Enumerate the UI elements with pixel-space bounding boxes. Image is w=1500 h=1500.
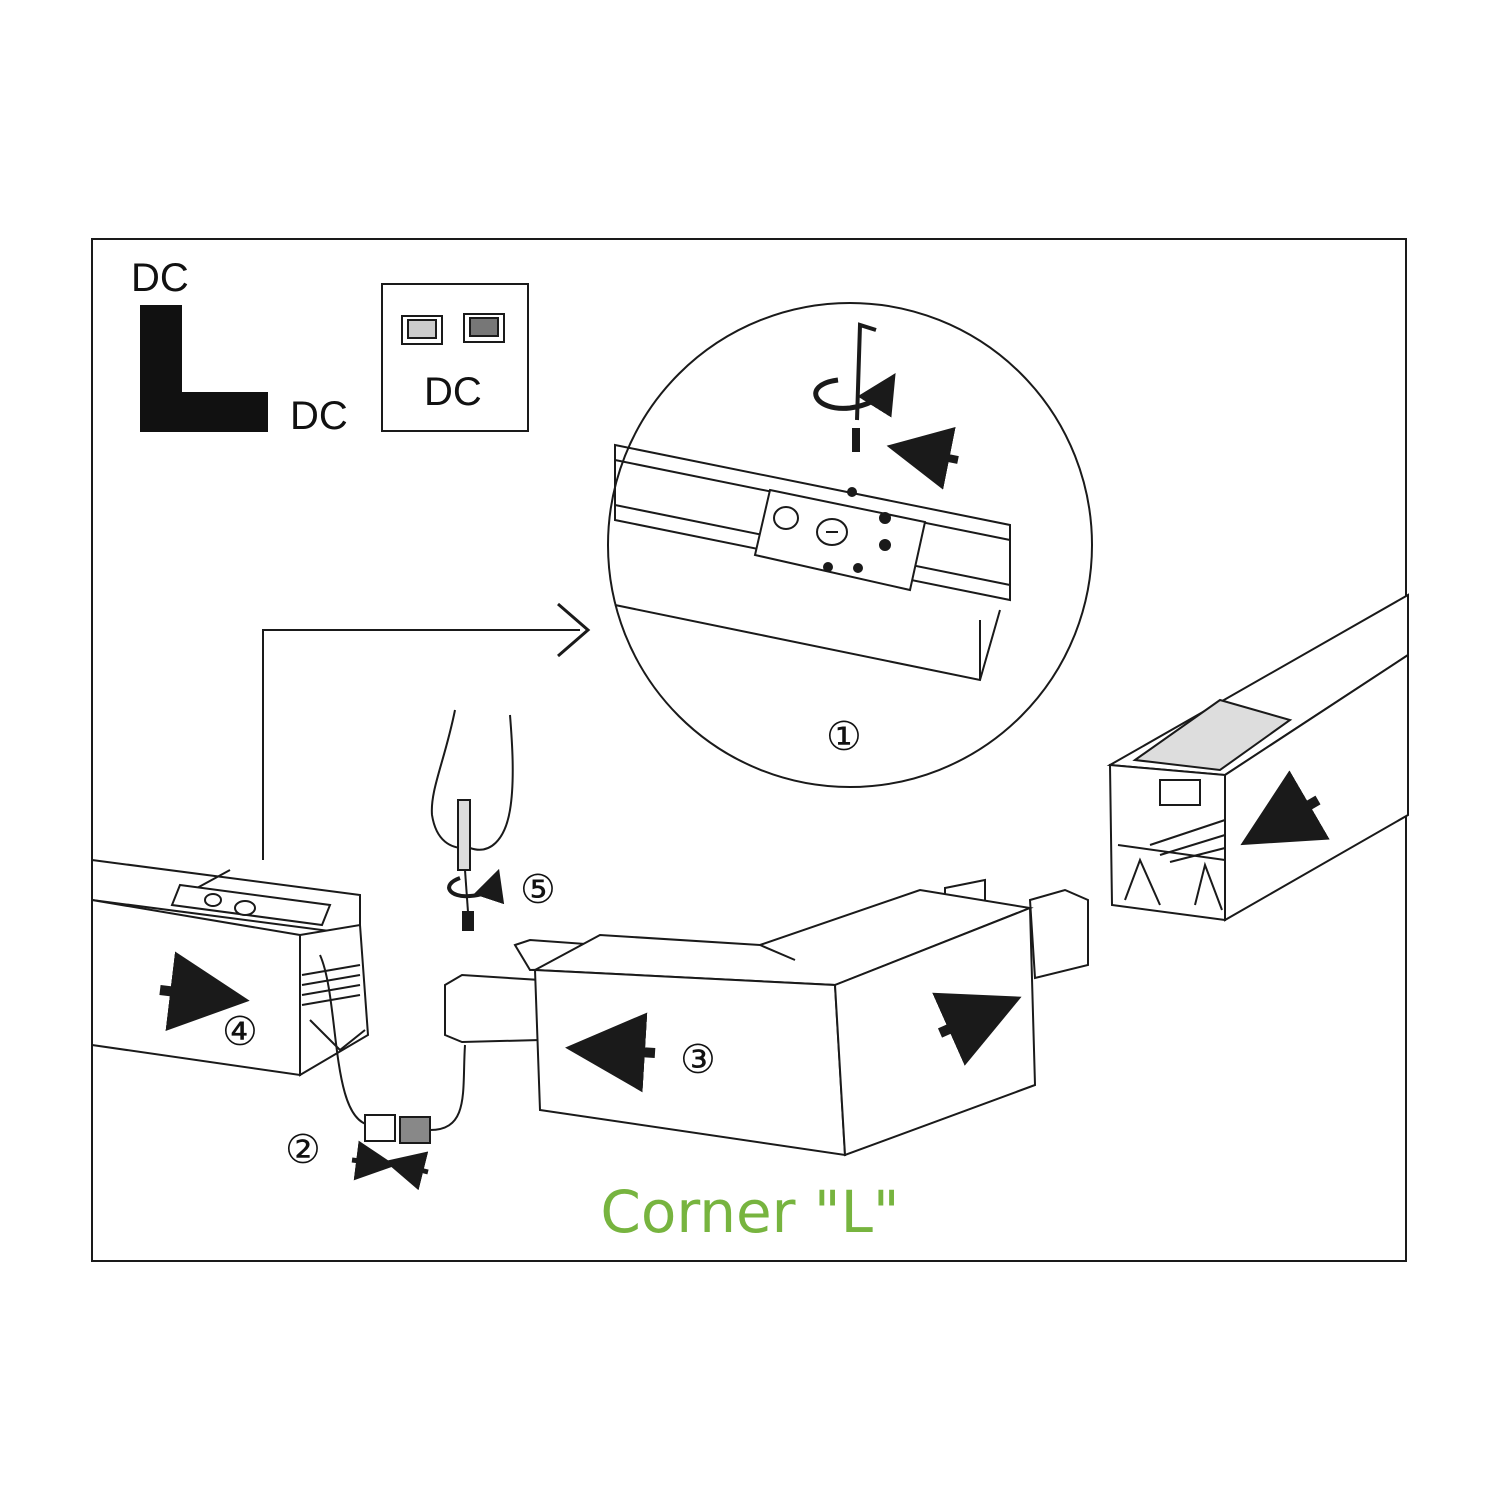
- dc-bottom-label: DC: [290, 394, 348, 438]
- hand-screwdriver-icon: [430, 709, 514, 931]
- diagram-title: Corner "L": [600, 1178, 900, 1246]
- dc-top-label: DC: [131, 256, 189, 300]
- right-profile-arrow-icon: [1240, 770, 1330, 846]
- wire-right: [429, 1044, 466, 1131]
- connector-legend-box: [381, 283, 529, 432]
- step-5-label: ⑤: [520, 868, 556, 912]
- corner-right-arrow-icon: [932, 992, 1022, 1066]
- rotate-arrow-icon: [813, 373, 896, 418]
- right-profile: [1106, 593, 1409, 922]
- join-arrow-right-icon: [384, 1151, 429, 1191]
- step-3-label: ③: [680, 1038, 716, 1082]
- join-arrow-left-icon: [351, 1140, 396, 1181]
- connector-box-label: DC: [424, 370, 482, 414]
- push-arrow-icon: [886, 426, 959, 490]
- slide-arrow-icon: [159, 951, 250, 1031]
- step-1-label: ①: [826, 715, 862, 759]
- step-4-label: ④: [222, 1010, 258, 1054]
- screw-rotate-icon: [447, 868, 505, 905]
- corner-left-arrow-icon: [565, 1012, 656, 1093]
- detail-profile: [614, 443, 1011, 682]
- detail-callout-line: [262, 629, 580, 860]
- callout-chevron: [557, 602, 591, 658]
- connector-pair-icon: [401, 313, 505, 345]
- connector-plug-icon: [364, 1114, 431, 1144]
- l-corner-shape-icon: [140, 305, 268, 432]
- corner-l-piece: [444, 878, 1089, 1157]
- step-2-label: ②: [285, 1128, 321, 1172]
- wire-left: [319, 954, 371, 1126]
